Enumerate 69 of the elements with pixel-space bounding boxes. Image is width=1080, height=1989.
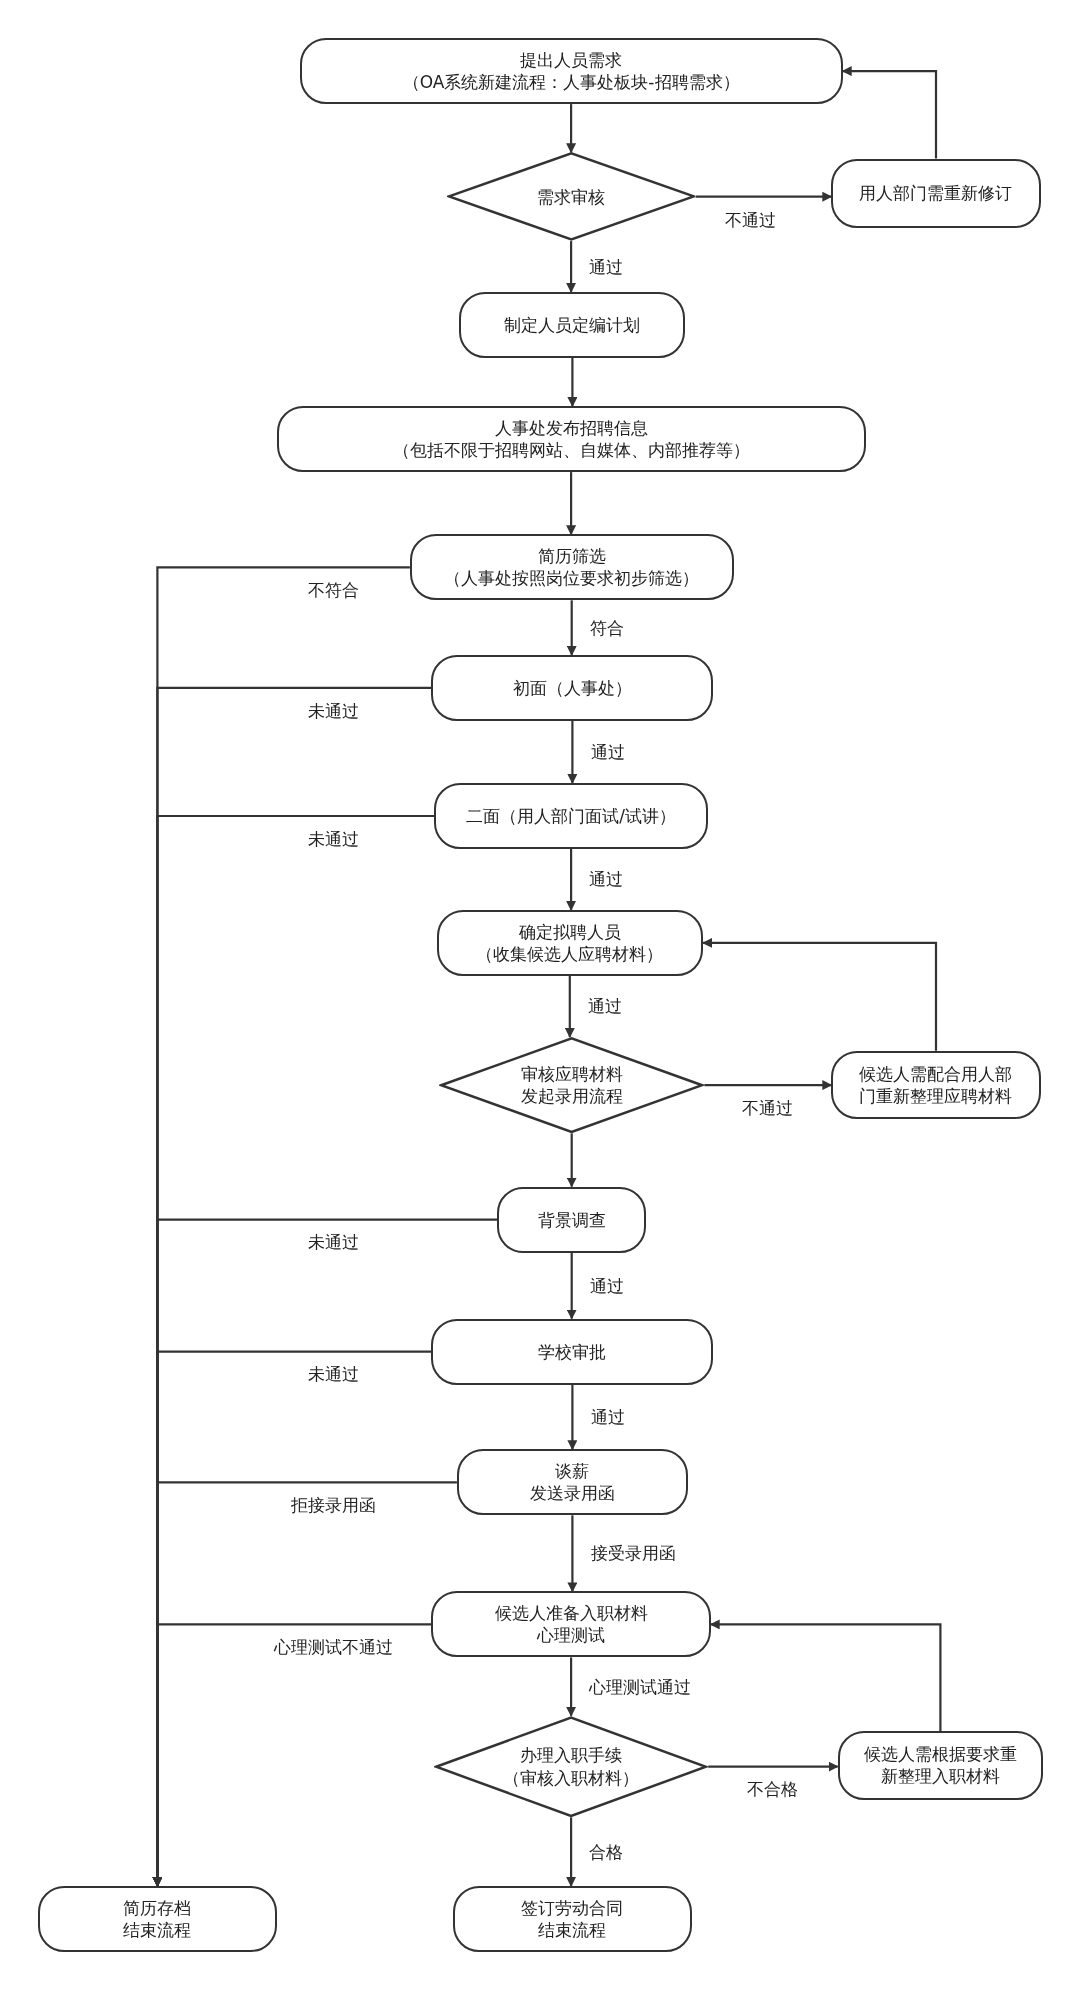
- arrow: [567, 357, 578, 408]
- arrow: [566, 1657, 577, 1717]
- node-text: 发送录用函: [529, 1482, 615, 1505]
- terminal-box: [38, 1885, 277, 1952]
- arrow: [567, 1515, 578, 1593]
- process-box: [276, 406, 866, 473]
- node-text: 简历筛选: [537, 545, 606, 568]
- node-text: 简历存档: [123, 1896, 192, 1919]
- node-text: （收集候选人应聘材料）: [476, 942, 664, 965]
- arrow: [709, 1619, 942, 1731]
- arrow: [566, 472, 577, 536]
- arrow: [566, 600, 577, 656]
- arrow: [567, 720, 578, 784]
- node-text: 签订劳动合同: [521, 1896, 624, 1919]
- arrow: [566, 1817, 577, 1887]
- node-text: 制定人员定编计划: [504, 313, 641, 336]
- node-text: 结束流程: [538, 1918, 607, 1941]
- node-text: （包括不限于招聘网站、自媒体、内部推荐等）: [392, 439, 750, 462]
- arrow: [704, 1080, 833, 1091]
- arrow: [564, 975, 575, 1038]
- node-text: 候选人准备入职材料: [494, 1602, 648, 1625]
- arrow: [566, 1133, 577, 1188]
- node-text: 候选人需配合用人部门重新整理应聘材料: [858, 1062, 1014, 1108]
- arrow: [708, 1761, 839, 1772]
- node-text: 候选人需根据要求重新整理入职材料: [862, 1743, 1018, 1788]
- process-box: [299, 38, 843, 105]
- node-text: 人事处发布招聘信息: [494, 417, 648, 440]
- node-text: 二面（用人部门面试/试讲）: [466, 804, 676, 828]
- process-box: [837, 1731, 1044, 1800]
- decision-diamond: [446, 152, 696, 242]
- process-box: [431, 1591, 711, 1658]
- process-box: [436, 909, 704, 976]
- node-text: （人事处按照岗位要求初步筛选）: [444, 567, 700, 590]
- process-box: [459, 291, 686, 358]
- terminal-box: [453, 1885, 692, 1952]
- node-text: 发起录用流程: [520, 1085, 623, 1108]
- node-text: （审核入职材料）: [503, 1766, 640, 1789]
- node-text: 背景调查: [537, 1208, 606, 1231]
- process-box: [831, 158, 1041, 229]
- node-text: 初面（人事处）: [512, 676, 632, 699]
- process-box: [434, 783, 709, 849]
- process-box: [497, 1186, 646, 1253]
- node-text: （OA系统新建流程：人事处板块-招聘需求）: [402, 71, 740, 94]
- arrow: [841, 66, 938, 159]
- arrow: [567, 1384, 578, 1451]
- arrow: [566, 849, 577, 911]
- node-text: 办理入职手续: [520, 1744, 623, 1767]
- process-box: [831, 1050, 1041, 1120]
- node-text: 需求审核: [537, 185, 606, 208]
- node-text: 心理测试: [537, 1624, 606, 1647]
- process-box: [431, 654, 714, 721]
- process-box: [456, 1449, 688, 1516]
- node-text: 谈薪: [555, 1460, 590, 1483]
- node-text: 用人部门需重新修订: [859, 182, 1013, 205]
- arrow: [566, 104, 577, 154]
- arrow: [566, 1252, 577, 1320]
- node-text: 审核应聘材料: [520, 1062, 623, 1086]
- process-box: [431, 1318, 714, 1385]
- node-text: 提出人员需求: [520, 48, 623, 72]
- arrow: [566, 241, 577, 293]
- process-box: [409, 534, 734, 601]
- arrow: [702, 937, 938, 1051]
- decision-diamond: [434, 1715, 709, 1818]
- node-text: 确定拟聘人员: [518, 920, 621, 943]
- arrow: [695, 191, 833, 202]
- decision-diamond: [439, 1036, 705, 1134]
- arrow: [152, 1623, 432, 1887]
- node-text: 结束流程: [123, 1918, 192, 1941]
- node-text: 学校审批: [538, 1340, 607, 1363]
